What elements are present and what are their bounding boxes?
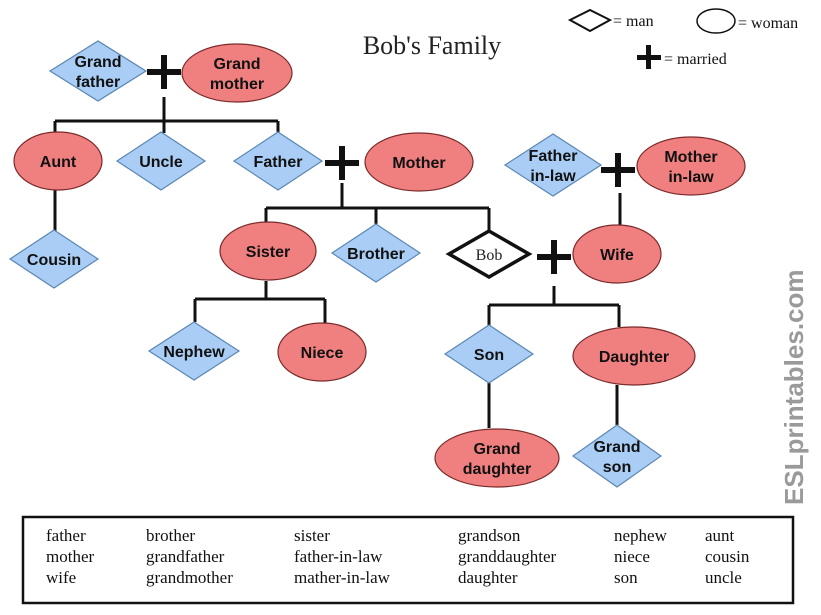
woman-ellipse-icon xyxy=(572,326,696,386)
word-bank-item: mather-in-law xyxy=(294,568,391,587)
word-bank-item: grandfather xyxy=(146,547,225,566)
man-diamond-icon xyxy=(443,324,535,384)
person-label: Grand xyxy=(74,54,121,71)
person-mother-in-law: Mother in-law xyxy=(636,136,746,196)
person-label: Grand xyxy=(213,56,260,73)
person-label: Aunt xyxy=(40,154,77,171)
woman-ellipse-icon xyxy=(696,8,736,34)
woman-ellipse-icon xyxy=(364,132,474,192)
person-label: Wife xyxy=(600,247,634,264)
legend-man-label: = man xyxy=(613,13,654,30)
man-diamond-icon xyxy=(503,133,603,197)
word-bank: father mother wife brother grandfather grandm… xyxy=(21,515,795,605)
man-diamond-icon xyxy=(8,229,100,289)
person-label: Brother xyxy=(347,246,405,263)
person-label: Bob xyxy=(476,247,503,264)
person-label: Mother xyxy=(664,149,717,166)
woman-ellipse-icon xyxy=(277,322,367,382)
person-grandfather: Grand father xyxy=(48,40,148,102)
word-bank-item: father-in-law xyxy=(294,547,383,566)
person-label: in-law xyxy=(530,168,576,185)
word-bank-item: daughter xyxy=(458,568,518,587)
person-aunt: Aunt xyxy=(13,131,103,191)
word-bank-item: niece xyxy=(614,547,650,566)
word-bank-item: sister xyxy=(294,526,330,545)
woman-ellipse-icon xyxy=(219,221,317,281)
person-label: mother xyxy=(210,76,264,93)
man-diamond-icon xyxy=(330,223,422,283)
married-plus-icon xyxy=(601,153,635,187)
person-mother: Mother xyxy=(364,132,474,192)
person-label: Daughter xyxy=(599,349,669,366)
person-cousin: Cousin xyxy=(8,229,100,289)
woman-ellipse-icon xyxy=(572,224,662,284)
person-label: son xyxy=(603,459,631,476)
word-bank-item: wife xyxy=(46,568,76,587)
man-diamond-icon xyxy=(567,8,613,33)
person-brother: Brother xyxy=(330,223,422,283)
connector-lines xyxy=(53,97,622,428)
woman-ellipse-icon xyxy=(13,131,103,191)
person-son: Son xyxy=(443,324,535,384)
married-plus-icon xyxy=(325,146,359,180)
person-label: Son xyxy=(474,347,504,364)
person-granddaughter: Grand daughter xyxy=(434,428,560,488)
person-father-in-law: Father in-law xyxy=(503,133,603,197)
word-bank-item: son xyxy=(614,568,638,587)
person-label: Mother xyxy=(392,155,445,172)
word-bank-item: aunt xyxy=(705,526,735,545)
word-bank-item: granddaughter xyxy=(458,547,557,566)
person-label: Father xyxy=(529,148,578,165)
person-bob: Bob xyxy=(445,228,533,280)
married-plus-icon xyxy=(147,55,181,89)
man-diamond-icon xyxy=(571,424,663,488)
watermark-text: ESLprintables.com xyxy=(779,270,809,506)
person-label: Grand xyxy=(593,439,640,456)
married-plus-icon xyxy=(537,240,571,274)
woman-ellipse-icon xyxy=(636,136,746,196)
person-nephew: Nephew xyxy=(147,321,241,381)
person-grandmother: Grand mother xyxy=(181,43,293,103)
married-plus-icon xyxy=(637,45,661,69)
word-bank-item: grandson xyxy=(458,526,521,545)
man-diamond-icon xyxy=(48,40,148,102)
legend-married-label: = married xyxy=(664,51,727,68)
person-label: in-law xyxy=(668,169,714,186)
word-bank-item: grandmother xyxy=(146,568,233,587)
legend: = man = woman = married xyxy=(567,8,798,69)
woman-ellipse-icon xyxy=(181,43,293,103)
person-sister: Sister xyxy=(219,221,317,281)
word-bank-box xyxy=(21,515,795,605)
man-diamond-icon xyxy=(115,131,207,191)
diagram-title: Bob's Family xyxy=(363,31,501,60)
legend-woman-label: = woman xyxy=(738,15,798,32)
word-bank-item: father xyxy=(46,526,86,545)
person-niece: Niece xyxy=(277,322,367,382)
person-label: father xyxy=(76,74,120,91)
word-bank-item: brother xyxy=(146,526,195,545)
person-grandson: Grand son xyxy=(571,424,663,488)
person-daughter: Daughter xyxy=(572,326,696,386)
woman-ellipse-icon xyxy=(434,428,560,488)
person-wife: Wife xyxy=(572,224,662,284)
word-bank-item: mother xyxy=(46,547,94,566)
man-diamond-icon xyxy=(147,321,241,381)
person-label: daughter xyxy=(463,461,531,478)
person-label: Uncle xyxy=(139,154,183,171)
person-label: Nephew xyxy=(163,344,225,361)
person-label: Cousin xyxy=(27,252,81,269)
word-bank-item: uncle xyxy=(705,568,742,587)
person-father: Father xyxy=(232,131,324,191)
person-label: Niece xyxy=(301,345,344,362)
person-label: Sister xyxy=(246,244,290,261)
word-bank-item: cousin xyxy=(705,547,750,566)
man-diamond-icon xyxy=(232,131,324,191)
person-label: Grand xyxy=(473,441,520,458)
word-bank-item: nephew xyxy=(614,526,668,545)
person-label: Father xyxy=(254,154,303,171)
self-diamond-icon xyxy=(445,228,533,280)
marriage-symbols xyxy=(147,55,635,274)
person-uncle: Uncle xyxy=(115,131,207,191)
